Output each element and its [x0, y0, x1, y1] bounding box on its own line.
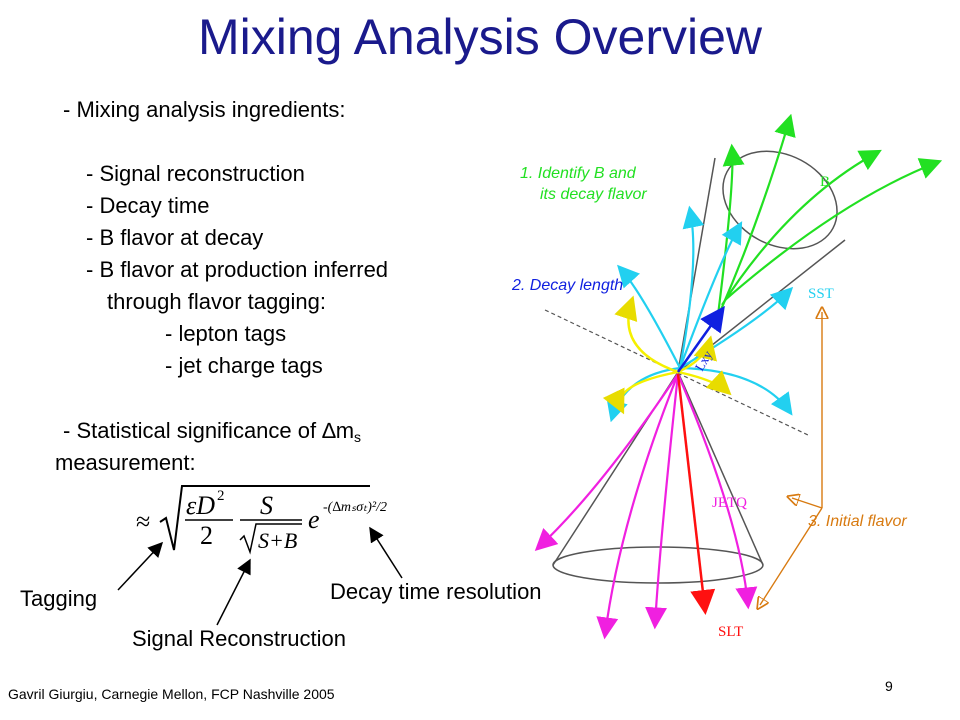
significance-measurement: measurement:	[55, 450, 196, 475]
decay-time-resolution-label: Decay time resolution	[330, 579, 542, 604]
resolution-arrow	[369, 526, 403, 579]
b-label: B	[820, 174, 830, 190]
step3-label: 3. Initial flavor	[808, 513, 907, 530]
tagging-label: Tagging	[20, 586, 98, 611]
denominator-s-plus-b: S+B	[258, 528, 297, 553]
eps-d-square: 2	[217, 488, 225, 504]
approx-symbol: ≈	[136, 507, 150, 536]
orange-tag-lines	[760, 312, 822, 605]
magenta-tracks	[534, 373, 758, 640]
significance-formula: ≈ εD 2 2 S S+B e -(∆mₛσₜ)²/2	[136, 485, 387, 555]
yellow-tracks	[602, 295, 732, 415]
significance-text: - Statistical significance of	[63, 418, 323, 443]
green-tracks	[716, 113, 943, 316]
delta-m-subscript: s	[354, 429, 362, 445]
sqrt-sign-inner	[239, 523, 302, 555]
signal-reconstruction-label: Signal Reconstruction	[132, 626, 347, 651]
exp-exponent: -(∆mₛσₜ)²/2	[323, 500, 387, 515]
bullet-b-flavor-production: - B flavor at production inferred	[86, 257, 389, 282]
bullet-signal-reconstruction: - Signal reconstruction	[86, 161, 305, 186]
bullet-flavor-tagging: through flavor tagging:	[107, 289, 326, 314]
footer-credit: Gavril Giurgiu, Carnegie Mellon, FCP Nas…	[8, 686, 335, 702]
sst-label: SST	[808, 286, 834, 302]
ingredients-heading: - Mixing analysis ingredients:	[63, 97, 346, 122]
slt-label: SLT	[718, 624, 743, 640]
signal-reco-arrow	[216, 558, 251, 626]
exp-e: e	[308, 505, 320, 534]
page-number: 9	[885, 678, 893, 694]
bullet-jet-charge-tags: - jet charge tags	[165, 353, 323, 378]
jetq-label: JETQ	[712, 495, 747, 511]
bullet-lepton-tags: - lepton tags	[165, 321, 287, 346]
bullet-decay-time: - Decay time	[86, 193, 210, 218]
eps-d: εD	[186, 491, 215, 520]
bullet-b-flavor-decay: - B flavor at decay	[86, 225, 264, 250]
slide-title: Mixing Analysis Overview	[197, 9, 763, 65]
slt-track	[676, 373, 716, 615]
step1-line1: 1. Identify B and	[520, 165, 637, 182]
bullet-significance: - Statistical significance of ∆ms	[63, 418, 361, 445]
step2-label: 2. Decay length	[511, 277, 623, 294]
tagging-arrow	[117, 541, 164, 591]
delta-m-symbol: ∆m	[322, 418, 355, 443]
step1-line2: its decay flavor	[540, 186, 647, 203]
denominator-two: 2	[200, 521, 213, 550]
lxy-arrow	[676, 305, 725, 373]
sqrt-sign	[159, 485, 370, 551]
numerator-s: S	[260, 491, 273, 520]
